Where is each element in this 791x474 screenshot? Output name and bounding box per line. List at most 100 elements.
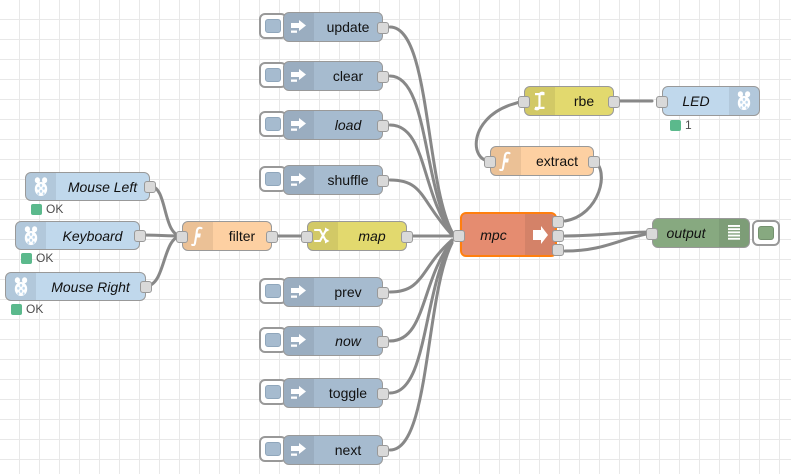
output-port[interactable] [608, 96, 620, 108]
inject-arrow-icon [284, 111, 314, 139]
status-dot-icon [11, 303, 22, 315]
node-mpc[interactable]: mpc [453, 212, 564, 257]
status-keyboard: OK [21, 252, 53, 264]
status-text: OK [26, 302, 44, 316]
input-port[interactable] [656, 96, 668, 108]
node-label: now [335, 333, 361, 349]
node-clear[interactable]: clear [283, 61, 389, 91]
inject-arrow-icon [284, 327, 314, 355]
node-load[interactable]: load [283, 110, 389, 140]
input-port[interactable] [518, 96, 530, 108]
node-rbe[interactable]: rbe [518, 86, 620, 116]
input-port[interactable] [176, 231, 188, 243]
node-mouse-right[interactable]: Mouse Right [5, 272, 152, 301]
output-port-1[interactable] [552, 216, 564, 228]
output-port[interactable] [266, 231, 278, 243]
node-label: load [334, 117, 362, 133]
output-port[interactable] [401, 231, 413, 243]
status-dot-icon [31, 203, 42, 215]
shuffle-arrows-icon [308, 222, 338, 250]
inject-arrow-icon [284, 62, 314, 90]
output-port-2[interactable] [552, 230, 564, 242]
output-port[interactable] [588, 156, 600, 168]
node-label: Mouse Left [67, 178, 138, 195]
status-text: OK [36, 251, 54, 265]
rbe-step-icon [525, 87, 555, 115]
output-port[interactable] [134, 230, 146, 242]
output-port-3[interactable] [552, 244, 564, 256]
wire-mouseright-filter [144, 234, 184, 288]
function-f-icon [491, 147, 521, 175]
node-toggle[interactable]: toggle [283, 378, 389, 408]
debug-lines-icon [719, 219, 749, 247]
node-label: output [666, 225, 706, 241]
wire-update-mpc [388, 25, 454, 234]
raspberry-pi-icon [26, 173, 56, 200]
output-port[interactable] [377, 71, 389, 83]
output-port[interactable] [144, 181, 156, 193]
function-f-icon [183, 222, 213, 250]
wire-toggle-mpc [388, 240, 454, 395]
wire-clear-mpc [388, 74, 454, 235]
node-map[interactable]: map [301, 221, 413, 251]
node-label: update [326, 19, 370, 35]
input-port[interactable] [646, 228, 658, 240]
inject-arrow-icon [284, 13, 314, 41]
node-shuffle[interactable]: shuffle [283, 165, 389, 195]
output-port[interactable] [377, 175, 389, 187]
inject-arrow-icon [284, 379, 314, 407]
node-label: LED [682, 93, 710, 109]
mpc-arrow-icon [525, 214, 555, 255]
status-dot-icon [21, 252, 32, 264]
input-port[interactable] [453, 230, 465, 242]
output-port[interactable] [377, 287, 389, 299]
node-label: rbe [573, 93, 595, 109]
status-text: 1 [685, 118, 692, 132]
inject-button-toggle[interactable] [259, 379, 287, 405]
output-port[interactable] [377, 120, 389, 132]
node-keyboard[interactable]: Keyboard [15, 221, 146, 250]
status-mouse-left: OK [31, 203, 63, 215]
status-dot-icon [670, 119, 681, 131]
node-label: map [358, 228, 386, 244]
output-port[interactable] [140, 281, 152, 293]
node-label: mpc [480, 226, 507, 243]
input-port[interactable] [301, 231, 313, 243]
status-text: OK [46, 202, 64, 216]
node-mouse-left[interactable]: Mouse Left [25, 172, 156, 201]
node-update[interactable]: update [283, 12, 389, 42]
node-led[interactable]: LED [656, 86, 760, 116]
node-now[interactable]: now [283, 326, 389, 356]
node-next[interactable]: next [283, 435, 389, 465]
node-label: next [334, 442, 362, 458]
node-label: Keyboard [62, 227, 123, 244]
debug-toggle-button[interactable] [752, 220, 780, 246]
node-label: prev [334, 284, 362, 300]
output-port[interactable] [377, 445, 389, 457]
node-label: clear [332, 68, 364, 84]
node-label: extract [535, 153, 578, 169]
node-output[interactable]: output [646, 218, 750, 248]
raspberry-pi-icon [729, 87, 759, 115]
wire-mpc-output-1 [563, 230, 654, 238]
input-port[interactable] [484, 156, 496, 168]
node-label: shuffle [327, 172, 369, 188]
inject-button-next[interactable] [259, 436, 287, 462]
inject-arrow-icon [284, 436, 314, 464]
wire-next-mpc [388, 241, 454, 452]
inject-arrow-icon [284, 166, 314, 194]
node-prev[interactable]: prev [283, 277, 389, 307]
output-port[interactable] [377, 22, 389, 34]
inject-button-clear[interactable] [259, 62, 287, 88]
inject-button-shuffle[interactable] [259, 166, 287, 192]
wire-mouseleft-filter [148, 184, 184, 238]
wire-load-mpc [388, 123, 454, 236]
inject-arrow-icon [284, 278, 314, 306]
inject-button-load[interactable] [259, 111, 287, 137]
output-port[interactable] [377, 388, 389, 400]
output-port[interactable] [377, 336, 389, 348]
node-extract[interactable]: extract [484, 146, 600, 176]
node-filter[interactable]: filter [176, 221, 278, 251]
node-label: toggle [328, 385, 368, 401]
